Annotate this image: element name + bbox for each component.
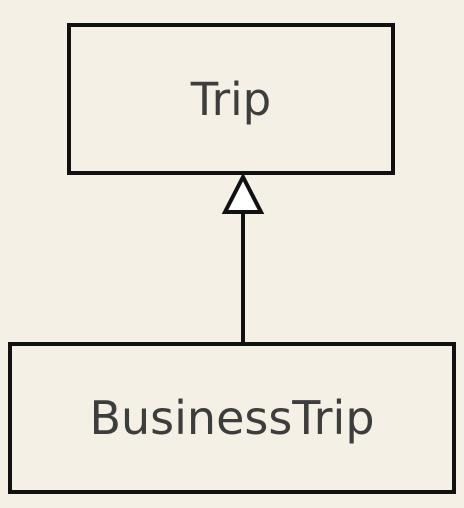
class-name-business-trip: BusinessTrip <box>89 391 375 445</box>
inheritance-arrowhead-icon <box>221 172 265 214</box>
class-box-trip[interactable]: Trip <box>67 23 395 175</box>
class-box-business-trip[interactable]: BusinessTrip <box>8 342 456 494</box>
class-name-trip: Trip <box>190 72 272 126</box>
